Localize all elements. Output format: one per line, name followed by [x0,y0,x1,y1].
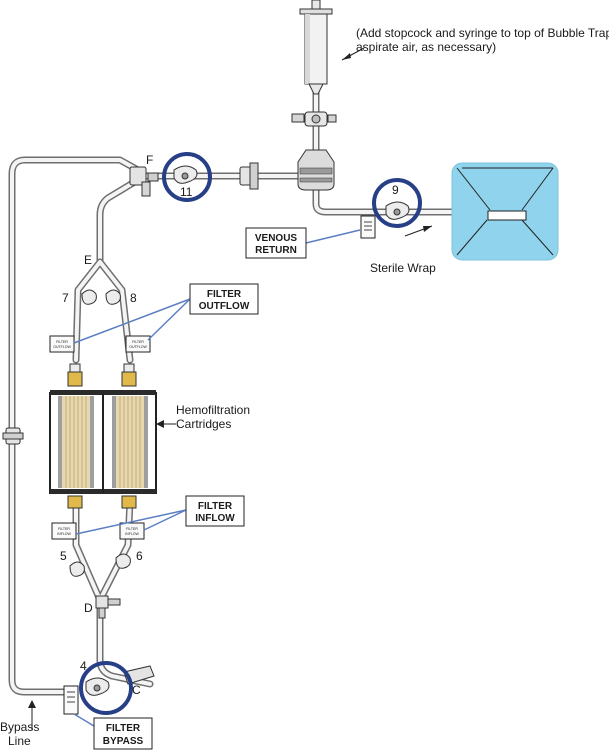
venous-return-box-line1: VENOUS [255,233,298,244]
clamp-8 [105,289,121,305]
filter-bypass-box-line2: BYPASS [103,736,144,747]
clamp-6 [115,553,131,569]
venous-return-box: VENOUS RETURN [245,227,307,259]
stopcock [291,111,337,127]
bypass-label-line2: Line [8,734,31,748]
inflow-split-tube [72,496,134,604]
filter-bypass-box-line1: FILTER [106,723,141,734]
junction-f-connector [129,166,159,197]
filter-inflow-tag-right [119,522,145,540]
bubble-trap [297,149,335,191]
filter-bypass-box: FILTER BYPASS [93,717,153,750]
filter-inflow-tag-right-line1: FILTER [126,527,138,531]
junction-d-stopcock [95,595,121,619]
venous-return-box-line2: RETURN [255,245,297,256]
cartridge-left [58,396,94,488]
sterile-wrap-label: Sterile Wrap [370,261,436,275]
hemofiltration-label-line1: Hemofiltration [176,403,250,417]
filter-inflow-tag-left [51,522,77,540]
clamp-7 [81,289,97,305]
ring-clamp-11 [162,152,212,202]
clamp-4 [85,677,110,696]
point-e-label: E [84,253,92,267]
luer-connector [239,162,259,190]
filter-inflow-box-line1: FILTER [198,501,233,512]
outflow-split-tube [72,258,134,364]
filter-outflow-box-line2: OUTFLOW [199,301,250,312]
return-line-tube [312,182,456,216]
syringe [299,0,333,95]
ring-clamp-9 [372,178,422,228]
filter-inflow-tag-right-line2: INFLOW [125,532,139,536]
filter-outflow-box-line1: FILTER [207,289,242,300]
bypass-line-connector [2,427,24,445]
pointer-lines [28,47,433,730]
callout-boxes: VENOUS RETURN FILTER OUTFLOW FILTER INFL… [93,227,307,750]
tube-tags: FILTER OUTFLOW FILTER OUTFLOW FILTER INF… [49,215,376,715]
filter-outflow-tag-left-line1: FILTER [56,340,68,344]
cartridge-right [112,396,148,488]
filter-outflow-tag-right [125,335,151,353]
filter-outflow-tag-right-line2: OUTFLOW [129,345,147,349]
filter-outflow-box: FILTER OUTFLOW [189,283,259,315]
filter-inflow-box-line2: INFLOW [195,513,235,524]
hemofiltration-label-line2: Cartridges [176,417,231,431]
ring-clamp-4 [79,661,133,715]
clamp-9 [385,201,410,220]
point-d-label: D [84,601,93,615]
filter-bypass-tag [63,685,79,715]
syringe-note-line2: aspirate air, as necessary) [356,40,496,54]
clamp-6-label: 6 [136,549,143,563]
bypass-label-line1: Bypass [0,720,39,734]
tubing [8,82,456,696]
sterile-wrap [451,162,559,261]
highlight-rings [79,152,422,715]
filter-outflow-tag-left-line2: OUTFLOW [53,345,71,349]
point-c-label: C [132,683,141,697]
text-labels: (Add stopcock and syringe to top of Bubb… [0,26,609,748]
clamp-9-label: 9 [392,183,399,197]
clamp-5-label: 5 [60,549,67,563]
filter-outflow-tag-left [49,335,75,353]
venous-return-tag [360,215,376,239]
filter-inflow-tag-left-line1: FILTER [58,527,70,531]
filter-outflow-tag-right-line1: FILTER [132,340,144,344]
filter-inflow-box: FILTER INFLOW [185,495,245,527]
point-f-label: F [146,153,153,167]
clamp-8-label: 8 [130,291,137,305]
clamp-7-label: 7 [62,291,69,305]
filter-inflow-tag-left-line2: INFLOW [57,532,71,536]
clamp-11 [173,165,198,184]
clamp-4-label: 4 [80,659,87,673]
clamps [69,165,410,696]
clamp-11-label: 11 [180,185,193,199]
syringe-note-line1: (Add stopcock and syringe to top of Bubb… [356,26,609,40]
hemofiltration-cartridges [49,363,157,509]
clamp-5 [69,561,85,577]
